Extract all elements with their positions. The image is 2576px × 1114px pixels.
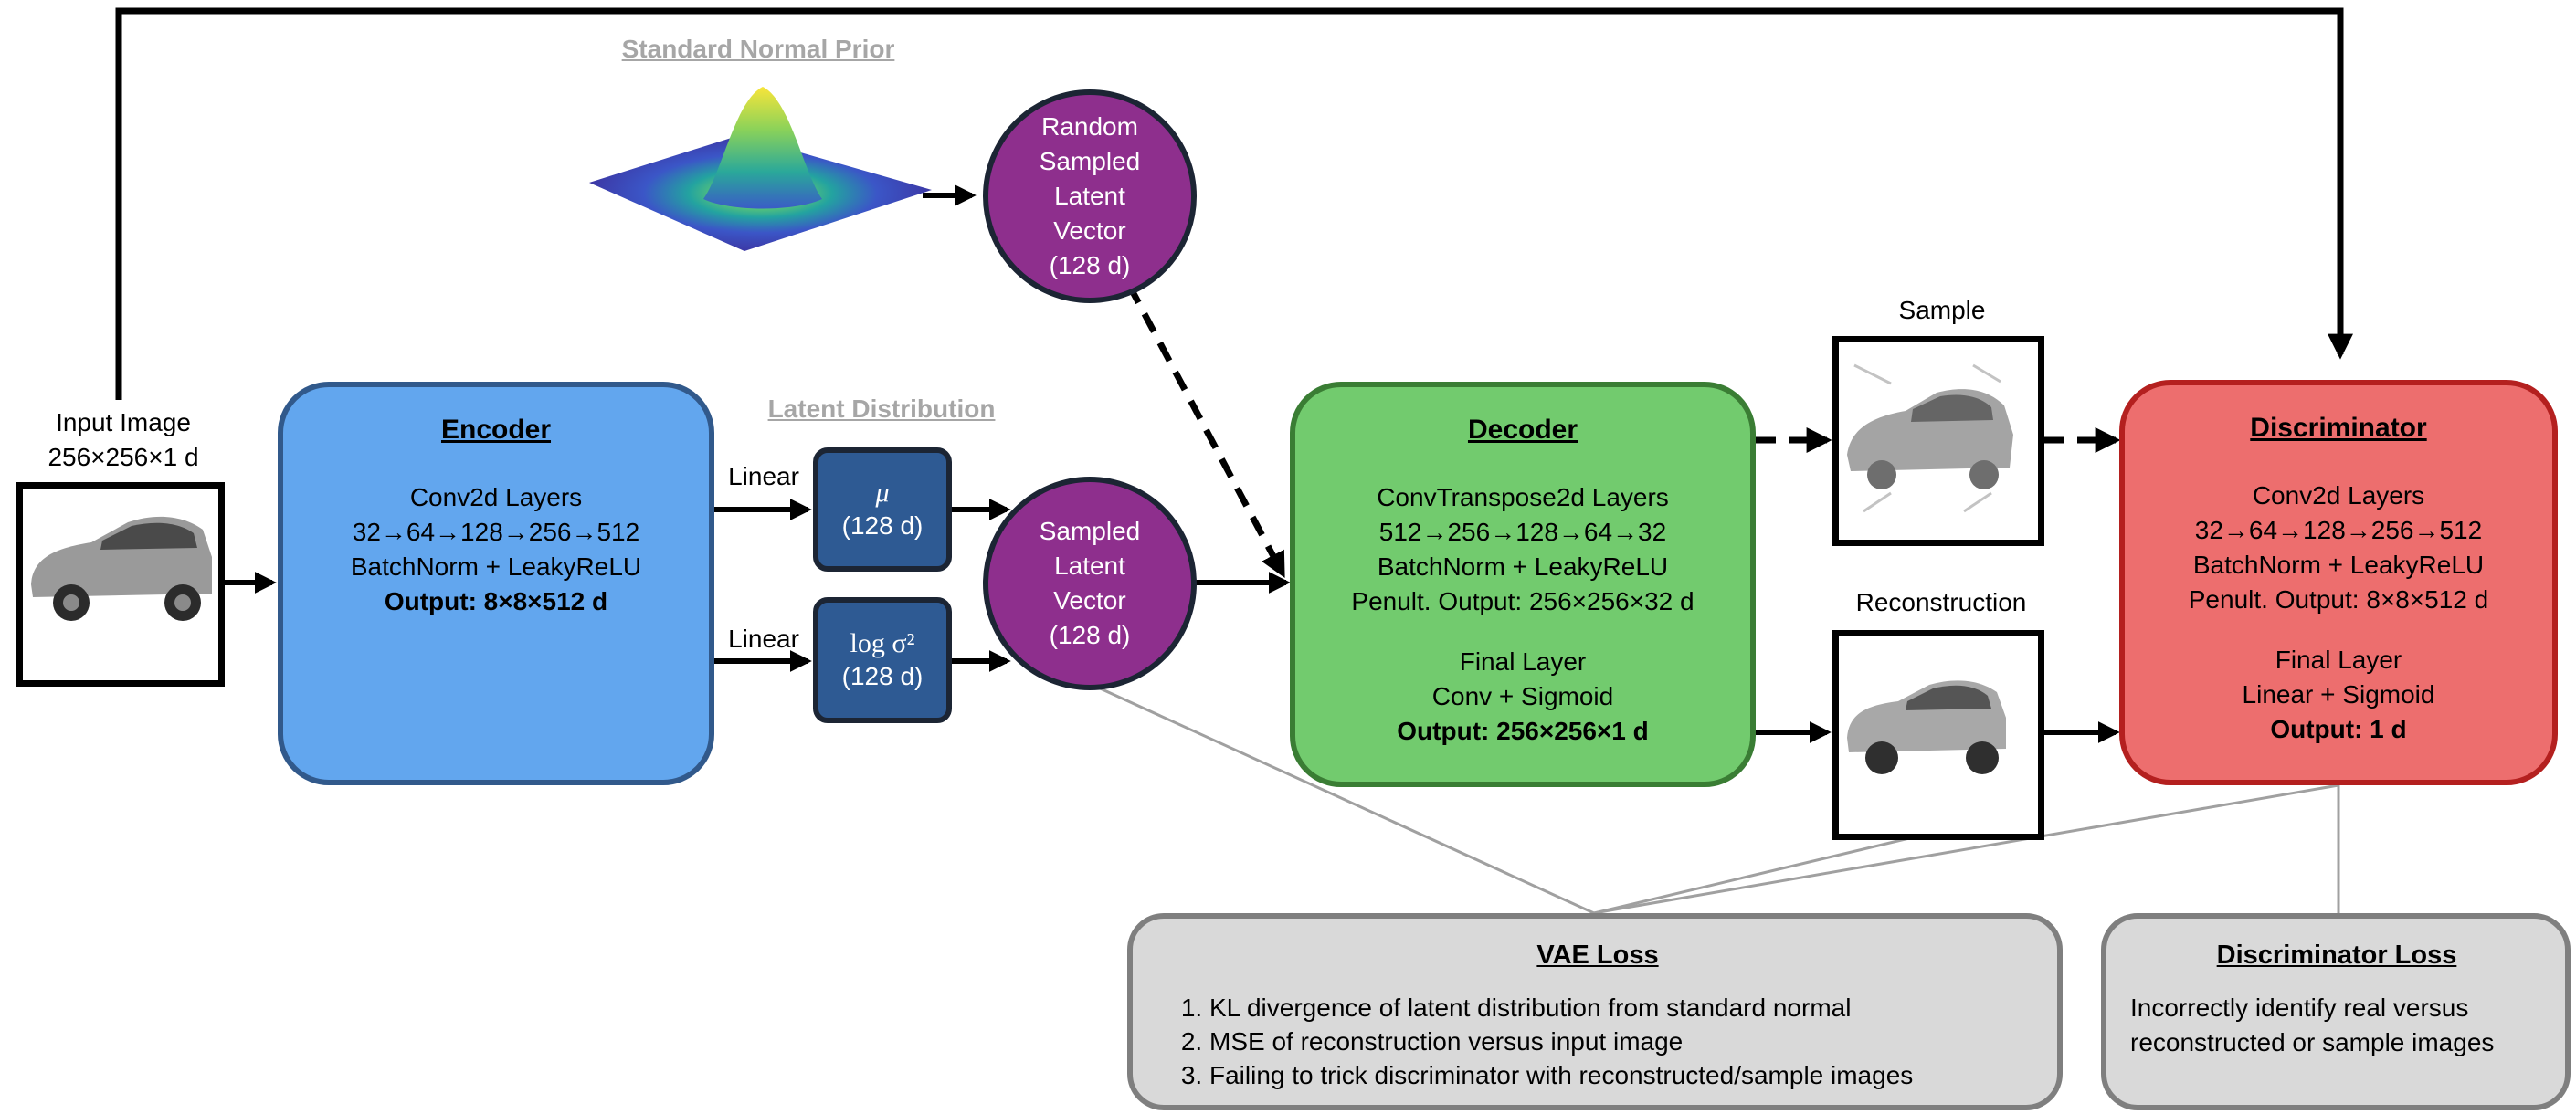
vae-loss-title: VAE Loss bbox=[1536, 941, 1659, 970]
discriminator-channels: 32→64→128→256→512 bbox=[2194, 516, 2483, 544]
discriminator-loss-line-2: reconstructed or sample images bbox=[2130, 1028, 2495, 1056]
input-car-image bbox=[31, 516, 212, 621]
discriminator-output: Output: 1 d bbox=[2270, 715, 2407, 743]
sampled-latent-vector: Sampled Latent Vector (128 d) bbox=[983, 477, 1197, 690]
discriminator-layers: Conv2d Layers bbox=[2252, 481, 2425, 510]
input-image-frame bbox=[16, 482, 225, 687]
vae-loss-item-adversarial: Failing to trick discriminator with reco… bbox=[1209, 1058, 2030, 1092]
linear-label-mu: Linear bbox=[728, 462, 799, 490]
vae-loss-list: KL divergence of latent distribution fro… bbox=[1166, 991, 2030, 1092]
dashed-arrow-random-to-decoder bbox=[1125, 283, 1286, 578]
input-label: Input Image 256×256×1 d bbox=[18, 405, 228, 475]
latent-distribution-title: Latent Distribution bbox=[767, 394, 996, 423]
encoder-layers: Conv2d Layers bbox=[409, 483, 583, 511]
gaussian-surface-icon bbox=[589, 87, 932, 251]
decoder-box: Decoder ConvTranspose2d Layers 512→256→1… bbox=[1290, 382, 1756, 787]
decoder-final-ops: Conv + Sigmoid bbox=[1431, 682, 1614, 710]
discriminator-loss-line-1: Incorrectly identify real versus bbox=[2130, 993, 2469, 1022]
sampled-vector-line-4: (128 d) bbox=[1049, 621, 1131, 649]
vae-loss-item-kl: KL divergence of latent distribution fro… bbox=[1209, 991, 2030, 1025]
decoder-title: Decoder bbox=[1467, 415, 1578, 445]
sampled-vector-line-2: Latent bbox=[1054, 552, 1125, 580]
sampled-vector-line-3: Vector bbox=[1053, 586, 1126, 615]
logvar-symbol: log σ² bbox=[850, 628, 915, 658]
reconstruction-image-frame bbox=[1832, 630, 2044, 840]
mu-dim: (128 d) bbox=[841, 511, 924, 540]
discriminator-final-layer: Final Layer bbox=[2275, 646, 2402, 674]
vae-loss-box: VAE Loss KL divergence of latent distrib… bbox=[1127, 913, 2063, 1110]
decoder-layers: ConvTranspose2d Layers bbox=[1377, 483, 1669, 511]
discriminator-box: Discriminator Conv2d Layers 32→64→128→25… bbox=[2119, 380, 2558, 785]
random-vector-line-1: Random bbox=[1041, 112, 1138, 141]
sample-car-image bbox=[1847, 363, 2013, 513]
random-latent-vector: Random Sampled Latent Vector (128 d) bbox=[983, 89, 1197, 303]
random-vector-line-5: (128 d) bbox=[1049, 251, 1131, 279]
discriminator-final-ops: Linear + Sigmoid bbox=[2242, 680, 2435, 709]
mu-box: μ (128 d) bbox=[813, 447, 952, 572]
discriminator-loss-title: Discriminator Loss bbox=[2216, 941, 2457, 970]
logvar-dim: (128 d) bbox=[841, 662, 924, 690]
discriminator-norm: BatchNorm + LeakyReLU bbox=[2192, 551, 2485, 579]
decoder-penult-output: Penult. Output: 256×256×32 d bbox=[1351, 587, 1694, 615]
sampled-vector-line-1: Sampled bbox=[1039, 517, 1141, 545]
encoder-title: Encoder bbox=[440, 415, 552, 445]
discriminator-penult-output: Penult. Output: 8×8×512 d bbox=[2188, 585, 2489, 614]
sample-label: Sample bbox=[1898, 296, 1986, 324]
logvar-box: log σ² (128 d) bbox=[813, 597, 952, 723]
loss-lines bbox=[1095, 685, 2340, 915]
random-vector-line-4: Vector bbox=[1053, 216, 1126, 245]
encoder-output: Output: 8×8×512 d bbox=[384, 587, 608, 615]
reconstruction-car-image bbox=[1847, 680, 2006, 774]
input-label-dims: 256×256×1 d bbox=[48, 443, 199, 471]
discriminator-title: Discriminator bbox=[2250, 413, 2427, 443]
sample-image-frame bbox=[1832, 336, 2044, 546]
random-vector-line-3: Latent bbox=[1054, 182, 1125, 210]
encoder-box: Encoder Conv2d Layers 32→64→128→256→512 … bbox=[278, 382, 714, 785]
prior-title: Standard Normal Prior bbox=[621, 35, 895, 63]
decoder-output: Output: 256×256×1 d bbox=[1397, 717, 1649, 745]
skip-arrow-input-to-discriminator bbox=[115, 7, 2353, 400]
vae-loss-item-mse: MSE of reconstruction versus input image bbox=[1209, 1025, 2030, 1058]
decoder-channels: 512→256→128→64→32 bbox=[1378, 518, 1667, 546]
decoder-norm: BatchNorm + LeakyReLU bbox=[1377, 552, 1669, 581]
mu-symbol: μ bbox=[875, 478, 890, 508]
encoder-norm: BatchNorm + LeakyReLU bbox=[350, 552, 642, 581]
random-vector-line-2: Sampled bbox=[1039, 147, 1141, 175]
reconstruction-label: Reconstruction bbox=[1855, 588, 2027, 616]
linear-label-logvar: Linear bbox=[728, 625, 799, 653]
discriminator-loss-box: Discriminator Loss Incorrectly identify … bbox=[2101, 913, 2571, 1110]
encoder-channels: 32→64→128→256→512 bbox=[352, 518, 640, 546]
decoder-final-layer: Final Layer bbox=[1459, 647, 1587, 676]
input-label-title: Input Image bbox=[56, 408, 191, 436]
